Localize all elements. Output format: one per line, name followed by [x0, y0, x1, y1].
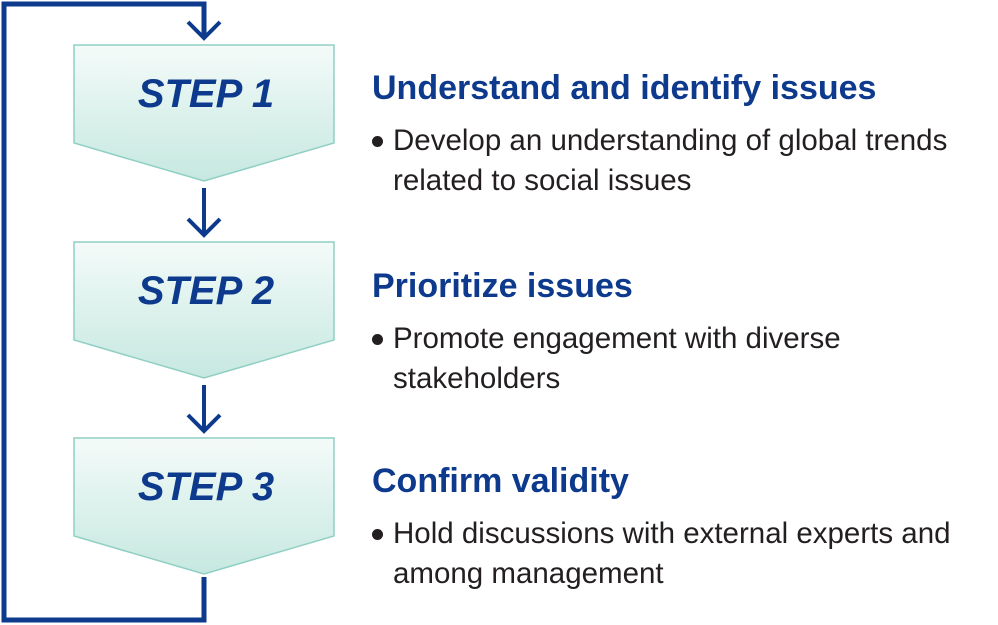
bullet-icon — [372, 334, 383, 345]
step-2-box — [73, 241, 335, 379]
step-2-heading: Prioritize issues — [372, 267, 633, 305]
step-1-label: STEP 1 — [138, 72, 274, 116]
step-2-description: Prioritize issues Promote engagement wit… — [372, 266, 992, 399]
step-1-description: Understand and identify issues Develop a… — [372, 68, 992, 201]
step-3-bullet: Hold discussions with external experts a… — [372, 514, 992, 594]
bullet-icon — [372, 136, 383, 147]
step-2-bullet: Promote engagement with diverse stakehol… — [372, 319, 992, 399]
step-3-label: STEP 3 — [138, 465, 274, 509]
step-2-label: STEP 2 — [138, 269, 274, 313]
step-1-bullet: Develop an understanding of global trend… — [372, 121, 992, 201]
feedback-loop-line — [1, 1, 207, 623]
arrow-down-icon — [186, 217, 222, 238]
arrow-down-icon — [186, 413, 222, 434]
step-2-bullet-text: Promote engagement with diverse stakehol… — [393, 322, 841, 395]
loop-arrowhead-icon — [186, 20, 222, 41]
step-3-description: Confirm validity Hold discussions with e… — [372, 461, 992, 594]
step-1-box — [73, 44, 335, 182]
step-1-heading: Understand and identify issues — [372, 69, 877, 107]
step-3-heading: Confirm validity — [372, 462, 629, 500]
step-1-bullet-text: Develop an understanding of global trend… — [393, 124, 948, 197]
bullet-icon — [372, 529, 383, 540]
step-3-bullet-text: Hold discussions with external experts a… — [393, 517, 951, 590]
step-3-box — [73, 437, 335, 575]
